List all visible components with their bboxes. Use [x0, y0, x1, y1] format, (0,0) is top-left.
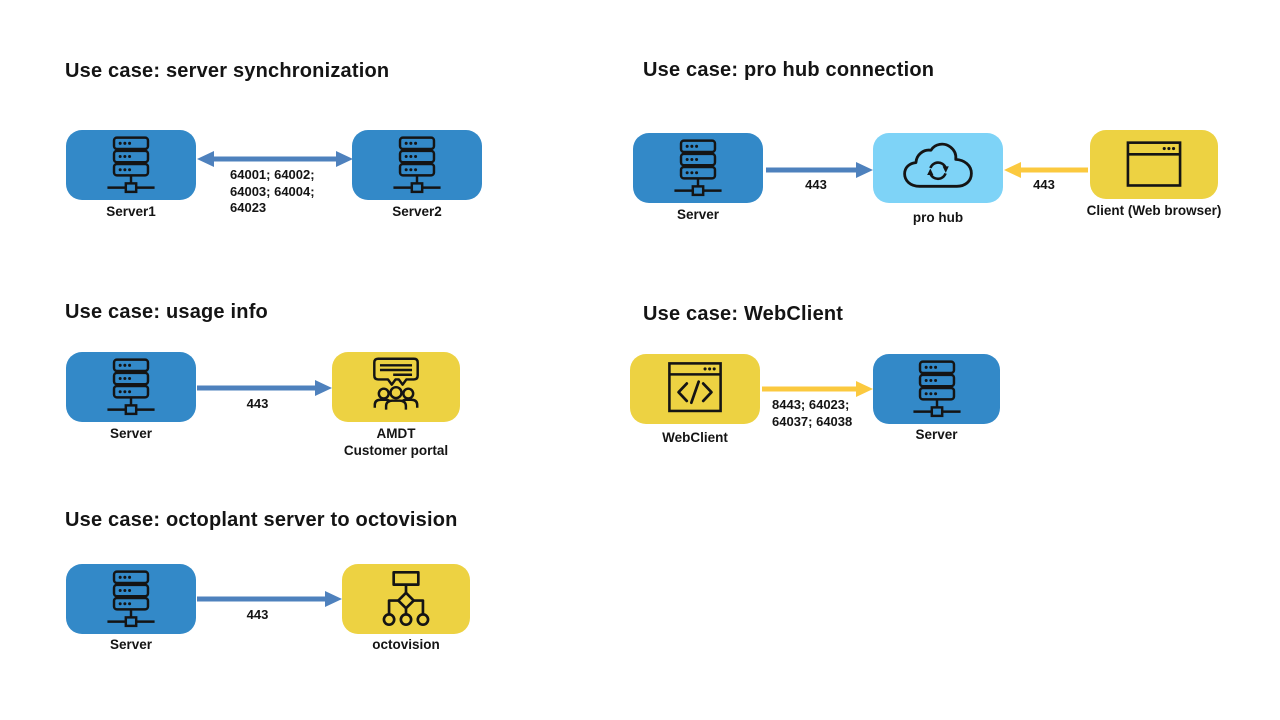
- server-icon: [107, 358, 155, 416]
- node-label: pro hub: [912, 210, 964, 225]
- edge-ports-label: 8443; 64023; 64037; 64038: [772, 397, 853, 429]
- node-label: WebClient: [662, 430, 728, 445]
- edge-port-label: 443: [246, 607, 269, 622]
- cloud-sync-icon: [903, 142, 973, 188]
- hierarchy-icon: [382, 570, 430, 626]
- pro-hub-node: [873, 133, 1003, 203]
- server-icon: [912, 360, 961, 418]
- server-icon: [393, 136, 441, 194]
- server-node: [66, 352, 196, 422]
- edge-port-label: 443: [805, 177, 827, 192]
- server-icon: [107, 570, 155, 628]
- edge-port-label: 443: [246, 396, 269, 411]
- server1-node: [66, 130, 196, 200]
- node-label: Server2: [392, 204, 442, 219]
- browser-window-icon: [1126, 140, 1182, 187]
- server-node: [66, 564, 196, 634]
- server2-node: [352, 130, 482, 200]
- octovision-node: [342, 564, 470, 634]
- node-label: Client (Web browser): [1086, 203, 1222, 218]
- arrow-right-blue: [197, 380, 332, 396]
- node-label: octovision: [372, 637, 440, 652]
- use-case-title: Use case: server synchronization: [65, 60, 390, 82]
- use-case-title: Use case: pro hub connection: [643, 59, 935, 81]
- arrow-right-blue: [766, 162, 873, 178]
- node-label: Server1: [106, 204, 156, 219]
- double-arrow: [197, 151, 353, 167]
- client-browser-node: [1090, 130, 1218, 199]
- webclient-node: [630, 354, 760, 424]
- node-label: Server: [109, 637, 153, 652]
- arrow-right-blue: [197, 591, 342, 607]
- server-icon: [674, 139, 722, 197]
- use-case-title: Use case: octoplant server to octovision: [65, 509, 458, 531]
- node-label: Server: [109, 426, 153, 441]
- code-browser-icon: [668, 362, 722, 413]
- people-chat-icon: [373, 357, 419, 410]
- server-icon: [107, 136, 155, 194]
- edge-port-label: 443: [1033, 177, 1055, 192]
- server-node: [633, 133, 763, 203]
- use-case-title: Use case: usage info: [65, 301, 268, 323]
- amdt-portal-node: [332, 352, 460, 422]
- arrow-left-yellow: [1004, 162, 1088, 178]
- use-case-title: Use case: WebClient: [643, 303, 844, 325]
- edge-ports-label: 64001; 64002; 64003; 64004; 64023: [230, 167, 315, 215]
- node-label: Server: [676, 207, 720, 222]
- arrow-right-yellow: [762, 381, 873, 397]
- node-label: Server: [915, 427, 958, 442]
- server-node: [873, 354, 1000, 424]
- node-label: AMDT Customer portal: [343, 426, 449, 458]
